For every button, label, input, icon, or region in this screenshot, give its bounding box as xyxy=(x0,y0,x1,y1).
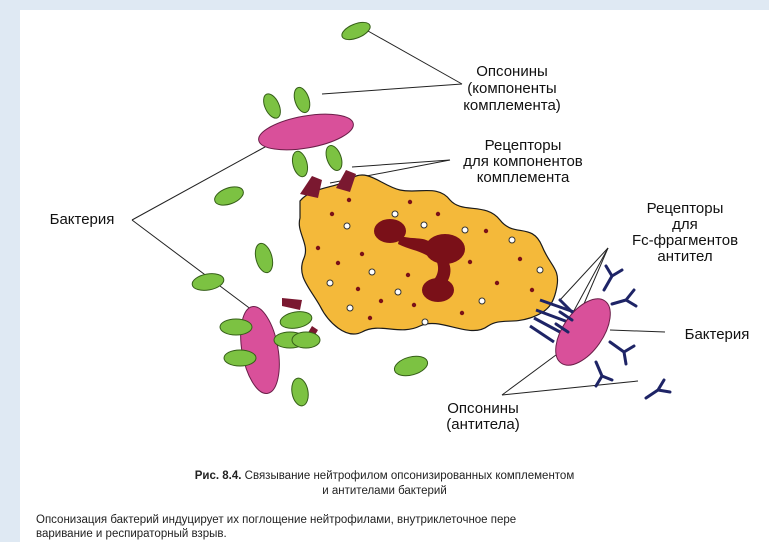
note-line2: варивание и респираторный взрыв. xyxy=(36,527,764,541)
label-receptors-fc-2: для xyxy=(672,216,698,233)
label-opsonins-complement-2: (компоненты xyxy=(467,80,556,97)
label-receptors-complement-3: комплемента xyxy=(477,169,570,186)
label-opsonins-complement-3: комплемента) xyxy=(463,97,561,114)
label-receptors-complement-1: Рецепторы xyxy=(485,137,562,154)
explanatory-note: Опсонизация бактерий индуцирует их погло… xyxy=(36,513,764,541)
neutrophil-cell xyxy=(299,175,557,334)
label-receptors-fc-3: Fc-фрагментов xyxy=(632,232,738,249)
label-receptors-complement-2: для компонентов xyxy=(463,153,583,170)
bacterium-right xyxy=(545,289,621,374)
label-receptors-fc-1: Рецепторы xyxy=(647,200,724,217)
label-bacteria-right: Бактерия xyxy=(685,326,750,343)
label-opsonins-antibody-2: (антитела) xyxy=(446,416,520,433)
label-receptors-fc-4: антител xyxy=(657,248,712,265)
label-opsonins-antibody-1: Опсонины xyxy=(447,400,519,417)
figure-caption: Рис. 8.4. Связывание нейтрофилом опсониз… xyxy=(0,469,769,499)
label-bacteria-left: Бактерия xyxy=(50,211,115,228)
label-opsonins-complement-1: Опсонины xyxy=(476,63,548,80)
opsonin-free-top xyxy=(339,19,372,43)
caption-line1: Связывание нейтрофилом опсонизированных … xyxy=(245,470,575,482)
note-line1: Опсонизация бактерий индуцирует их погло… xyxy=(36,513,764,527)
caption-line2: и антителами бактерий xyxy=(0,484,769,499)
caption-prefix: Рис. 8.4. xyxy=(195,470,242,482)
